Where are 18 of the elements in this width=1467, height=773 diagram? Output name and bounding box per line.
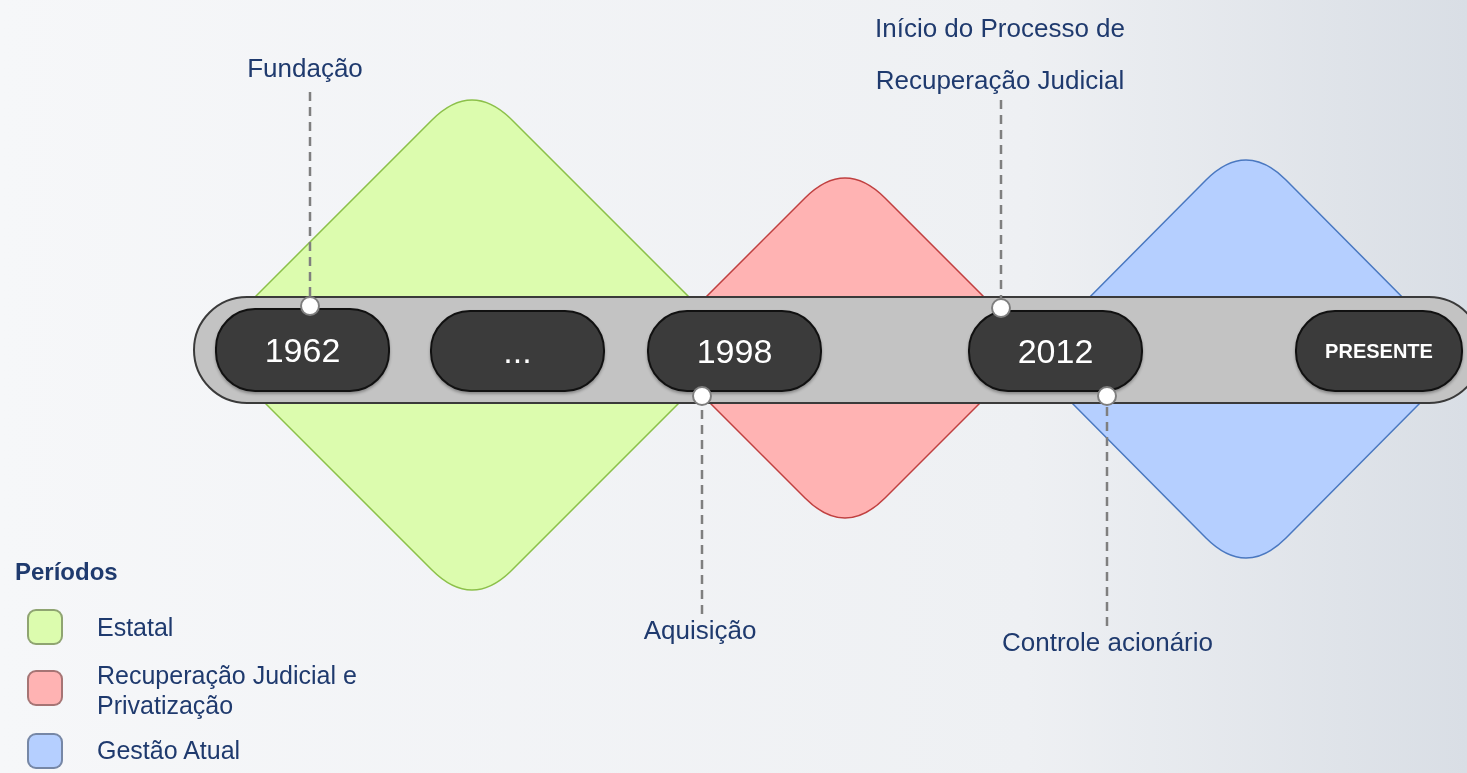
legend-label: Gestão Atual: [97, 735, 242, 765]
leader-line: [991, 100, 1011, 318]
legend-label: Recuperação Judicial e Privatização: [97, 660, 358, 720]
year-pill: 1962: [215, 308, 390, 392]
timeline-bar: [193, 296, 1467, 404]
leader-line: [300, 92, 320, 316]
year-pill: PRESENTE: [1295, 310, 1463, 392]
milestone-label: Aquisição: [580, 614, 820, 654]
milestone-label: Fundação: [220, 52, 390, 92]
year-pill: 1998: [647, 310, 822, 392]
leader-line: [692, 386, 712, 614]
legend-title: Períodos: [15, 558, 118, 587]
leader-line: [1097, 386, 1117, 626]
milestone-label: Início do Processo de Recuperação Judicial: [820, 2, 1180, 100]
legend-label: Estatal: [97, 612, 175, 642]
milestone-label: Controle acionário: [960, 626, 1255, 666]
year-pill: 2012: [968, 310, 1143, 392]
year-pill: ...: [430, 310, 605, 392]
